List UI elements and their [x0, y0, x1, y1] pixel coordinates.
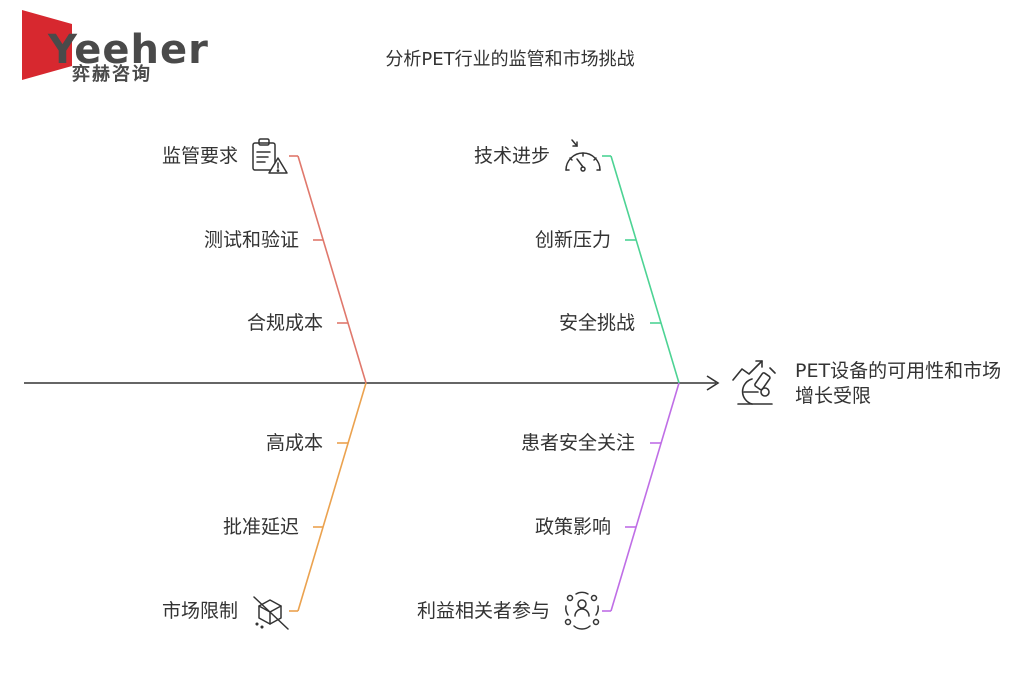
branch-technology-bone [610, 155, 680, 384]
cause-patient-safety-concern: 患者安全关注 [520, 432, 635, 454]
clipboard-warning-icon [252, 138, 288, 174]
team-icon [564, 591, 600, 630]
speedometer-icon [565, 139, 601, 172]
cause-policy-impact: 政策影响 [534, 516, 611, 538]
branch-stakeholders [602, 382, 680, 612]
cause-stakeholder-involvement: 利益相关者参与 [416, 600, 550, 622]
cause-market-restriction: 市场限制 [161, 600, 238, 622]
branch-stakeholders-bone [610, 382, 680, 612]
branch-market [289, 382, 367, 612]
branch-technology [602, 155, 680, 384]
branch-regulation-bone [297, 155, 367, 384]
branch-market-bone [297, 382, 367, 612]
microscope-trend-icon [732, 360, 776, 405]
logo-subtitle: 弈赫咨询 [72, 64, 152, 85]
blocked-box-icon [253, 596, 289, 630]
logo-wordmark: Yeeher [48, 27, 209, 73]
logo-mark-icon [22, 10, 72, 80]
cause-approval-delay: 批准延迟 [222, 516, 299, 538]
cause-innovation-pressure: 创新压力 [534, 229, 611, 251]
effect-label: PET设备的可用性和市场增长受限 [795, 360, 1002, 407]
diagram-title: 分析PET行业的监管和市场挑战 [385, 49, 635, 70]
cause-safety-challenge: 安全挑战 [558, 312, 635, 334]
cause-technical-progress: 技术进步 [473, 145, 550, 167]
logo: Yeeher 弈赫咨询 [18, 6, 208, 88]
cause-compliance-cost: 合规成本 [246, 312, 323, 334]
spine-arrowhead [706, 375, 720, 391]
branch-regulation [289, 155, 367, 384]
cause-high-cost: 高成本 [265, 432, 323, 454]
cause-testing-validation: 测试和验证 [203, 229, 299, 251]
cause-regulatory-requirements: 监管要求 [161, 145, 238, 167]
